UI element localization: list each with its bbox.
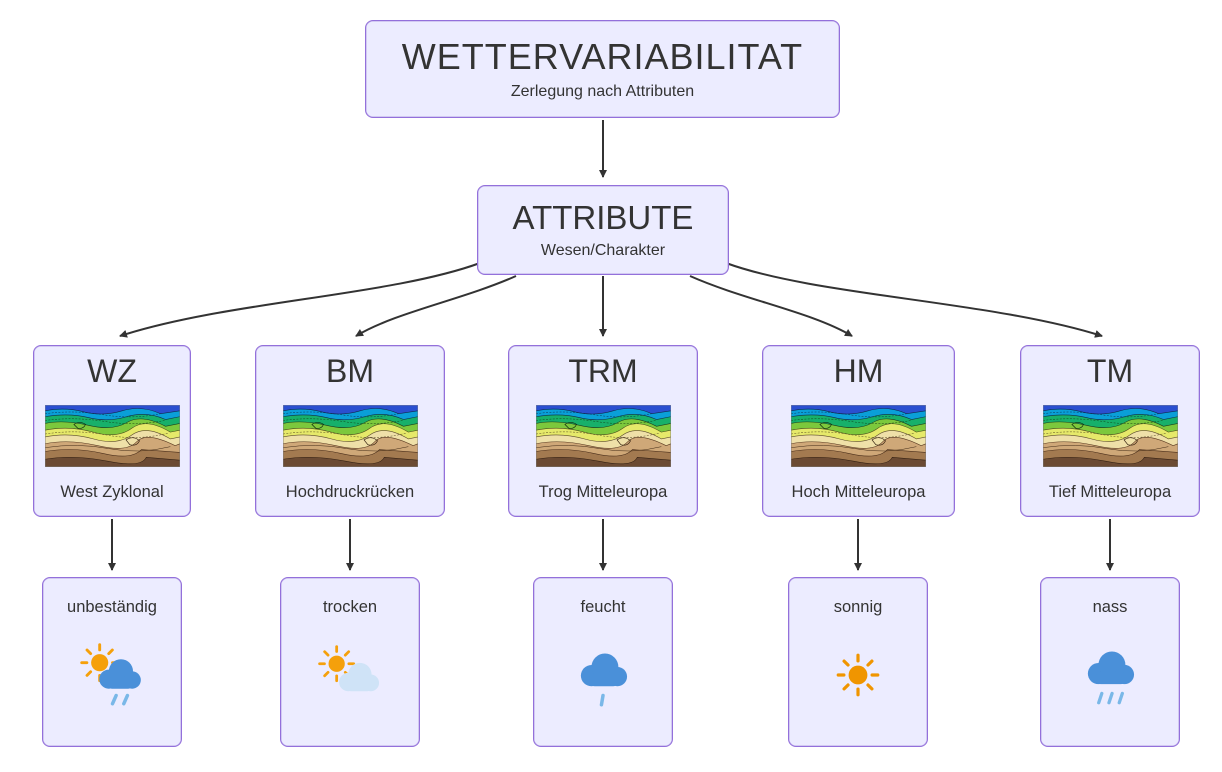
contour-weather-map-icon — [45, 405, 180, 467]
type-code: BM — [326, 353, 374, 389]
type-code: WZ — [87, 353, 137, 389]
rain-cloud-icon — [563, 639, 643, 711]
type-label: Hoch Mitteleuropa — [791, 483, 926, 501]
result-label: trocken — [322, 598, 378, 616]
contour-weather-map-icon — [791, 405, 926, 467]
type-node-bm: BM Hochdruckrücken — [255, 345, 445, 517]
sun-cloud-icon — [310, 639, 390, 711]
contour-weather-map-icon — [536, 405, 671, 467]
type-code: TM — [1086, 353, 1134, 389]
type-node-trm: TRM Trog Mitteleuropa — [508, 345, 698, 517]
root-node: WETTERVARIABILITAT Zerlegung nach Attrib… — [365, 20, 840, 118]
edge-attribute-wz — [119, 262, 481, 338]
attribute-title: ATTRIBUTE — [512, 198, 694, 236]
type-label: Trog Mitteleuropa — [538, 483, 668, 501]
edge-attribute-hm — [689, 275, 853, 337]
result-label: nass — [1092, 598, 1128, 616]
result-node-sonnig: sonnig — [788, 577, 928, 747]
sun-icon — [818, 639, 898, 711]
result-label: sonnig — [833, 598, 883, 616]
result-label: unbeständig — [67, 598, 157, 616]
edge-attribute-bm — [355, 275, 517, 337]
result-node-nass: nass — [1040, 577, 1180, 747]
type-code: HM — [833, 353, 884, 389]
sun-cloud-rain-icon — [72, 639, 152, 711]
contour-weather-map-icon — [1043, 405, 1178, 467]
result-node-trocken: trocken — [280, 577, 420, 747]
type-node-hm: HM Hoch Mitteleuropa — [762, 345, 955, 517]
attribute-node: ATTRIBUTE Wesen/Charakter — [477, 185, 729, 275]
type-label: West Zyklonal — [60, 483, 164, 501]
root-subtitle: Zerlegung nach Attributen — [510, 82, 695, 100]
root-title: WETTERVARIABILITAT — [401, 36, 804, 78]
edge-attribute-tm — [725, 262, 1103, 338]
type-node-wz: WZ West Zyklonal — [33, 345, 191, 517]
contour-weather-map-icon — [283, 405, 418, 467]
attribute-subtitle: Wesen/Charakter — [540, 242, 666, 260]
type-label: Hochdruckrücken — [285, 483, 415, 501]
result-node-unbestaendig: unbeständig — [42, 577, 182, 747]
type-code: TRM — [568, 353, 638, 389]
heavy-rain-cloud-icon — [1070, 639, 1150, 711]
result-label: feucht — [580, 598, 626, 616]
type-node-tm: TM Tief Mitteleuropa — [1020, 345, 1200, 517]
result-node-feucht: feucht — [533, 577, 673, 747]
type-label: Tief Mitteleuropa — [1048, 483, 1172, 501]
